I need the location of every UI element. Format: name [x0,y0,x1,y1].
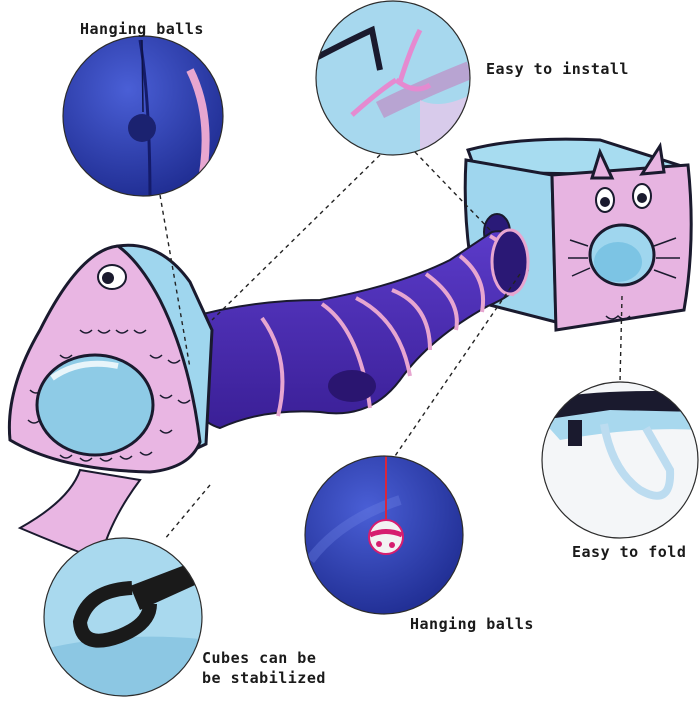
label-cubes-line2: be stabilized [202,669,326,687]
inset-easy-fold [541,381,699,539]
label-easy-to-fold: Easy to fold [572,543,687,561]
inset-hanging-ball-top [62,35,224,197]
label-hanging-balls-bottom: Hanging balls [410,615,534,633]
play-tunnel [184,228,530,430]
label-hanging-balls-top: Hanging balls [80,20,204,38]
leader-lines [159,151,623,541]
fish-tent [7,243,214,562]
inset-hanging-ball-bottom [304,455,464,615]
label-cubes-stabilized: Cubes can be be stabilized [202,648,326,688]
inset-easy-install [315,0,471,156]
label-cubes-line1: Cubes can be [202,649,317,667]
inset-stabilizer-strap [43,537,203,697]
cube-tent [463,137,693,332]
label-easy-to-install: Easy to install [486,60,629,78]
